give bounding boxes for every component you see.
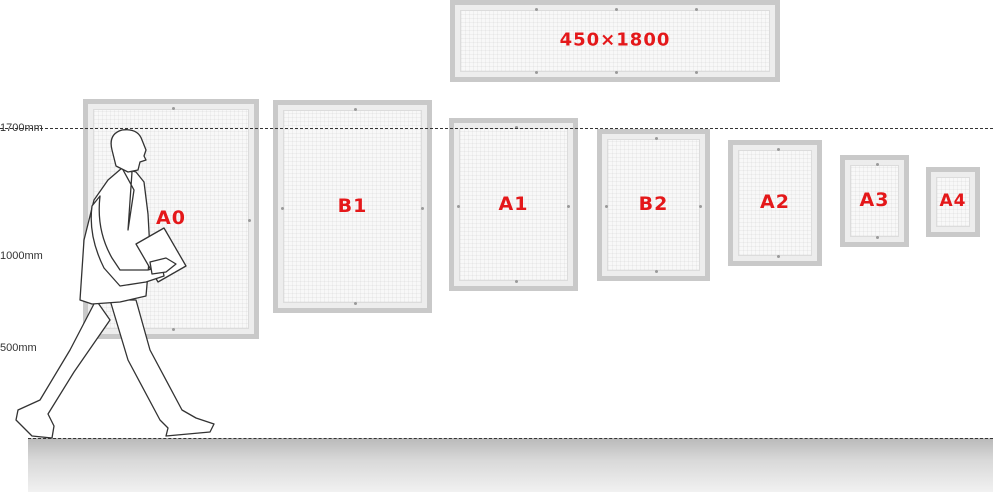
frame-450x1800: 450×1800	[450, 0, 780, 82]
frame-a2-label: A2	[760, 190, 790, 213]
floor-band	[28, 438, 993, 492]
frame-a1-label: A1	[498, 192, 529, 215]
frame-a4: A4	[926, 167, 980, 237]
frame-a1: A1	[449, 118, 578, 291]
frame-b1-label: B1	[337, 194, 368, 217]
frame-a2: A2	[728, 140, 822, 266]
frame-450x1800-label: 450×1800	[559, 29, 671, 51]
frame-a3: A3	[840, 155, 909, 247]
height-label-1000: 1000mm	[0, 250, 43, 262]
height-label-500: 500mm	[0, 342, 37, 354]
frame-b1: B1	[273, 100, 432, 313]
frame-b2-label: B2	[638, 192, 669, 215]
height-label-1700: 1700mm	[0, 122, 43, 134]
frame-a3-label: A3	[859, 188, 890, 211]
guide-line-1700	[0, 128, 993, 129]
frame-a0-label: A0	[156, 206, 186, 229]
floor-line	[28, 438, 993, 439]
frame-a4-label: A4	[939, 191, 967, 211]
frame-b2: B2	[597, 129, 710, 281]
